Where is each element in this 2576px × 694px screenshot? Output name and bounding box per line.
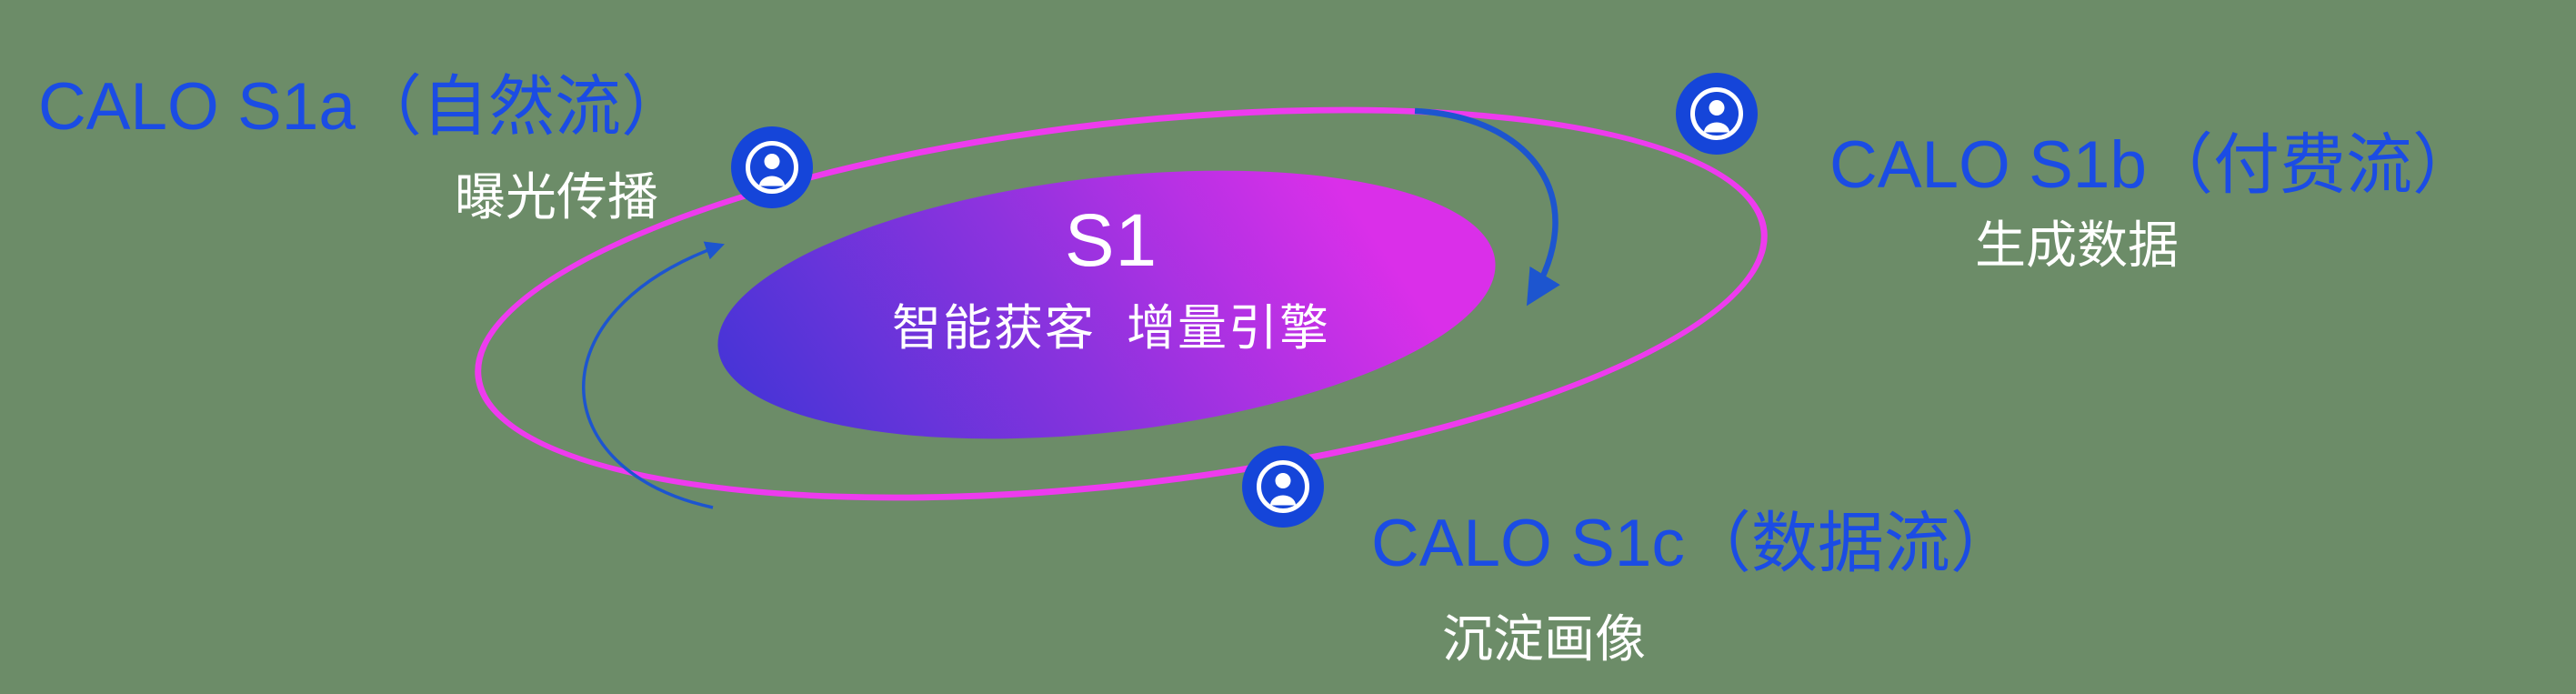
core-subtitle: 智能获客 增量引擎 <box>891 301 1330 357</box>
user-badge-s1b <box>1676 73 1758 155</box>
user-badge-s1c <box>1242 446 1324 528</box>
label-s1c-title: CALO S1c（数据流） <box>1371 507 2017 580</box>
core-text-group: S1 智能获客 增量引擎 <box>838 199 1384 359</box>
user-icon <box>731 126 813 208</box>
label-s1c-subtitle: 沉淀画像 <box>1442 610 1646 668</box>
core-title: S1 <box>1064 199 1158 282</box>
label-s1b-subtitle: 生成数据 <box>1975 216 2179 274</box>
label-s1b-title: CALO S1b（付费流） <box>1829 128 2479 202</box>
label-s1a-subtitle: 曝光传播 <box>455 168 658 226</box>
label-s1a-title: CALO S1a（自然流） <box>38 70 687 144</box>
user-icon <box>1676 73 1758 155</box>
user-badge-s1a <box>731 126 813 208</box>
user-icon <box>1242 446 1324 528</box>
